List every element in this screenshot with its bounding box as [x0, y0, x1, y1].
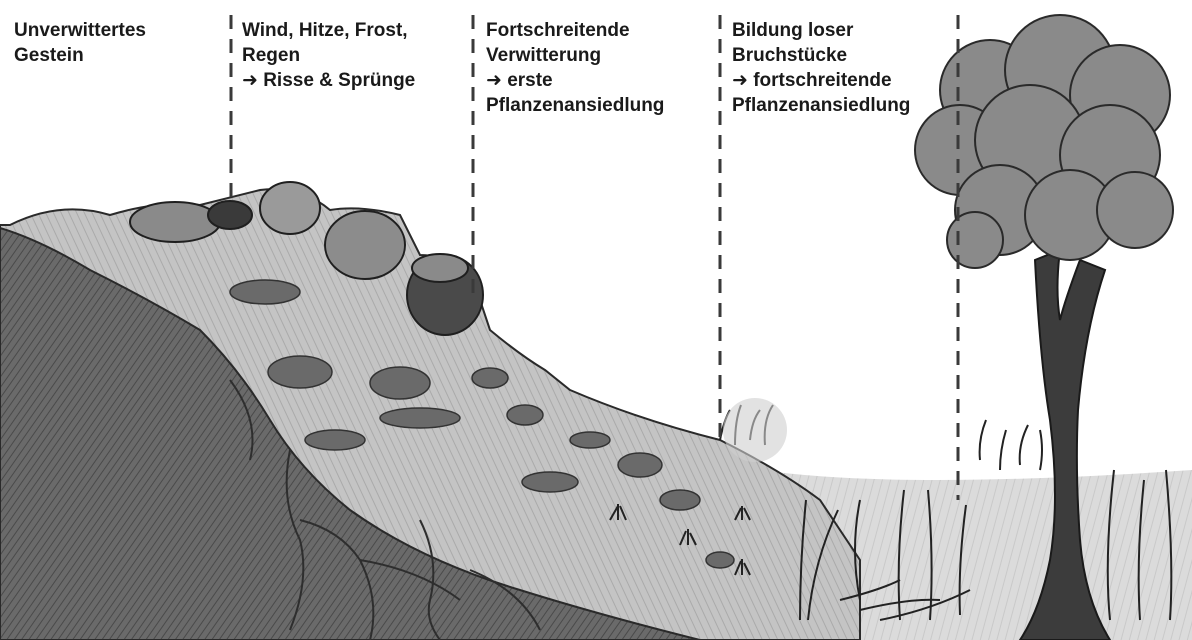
- label-line: Gestein: [14, 43, 146, 68]
- label-line: Fortschreitende: [486, 18, 664, 43]
- label-line: Unverwittertes: [14, 18, 146, 43]
- stage-label-unweathered-rock: Unverwittertes Gestein: [14, 18, 146, 68]
- tree-crown: [915, 15, 1173, 268]
- stage-label-weathering: Fortschreitende Verwitterung ➜ erste Pfl…: [486, 18, 664, 118]
- label-line: Pflanzenansiedlung: [486, 93, 664, 118]
- label-line: Wind, Hitze, Frost,: [242, 18, 415, 43]
- label-line: Verwitterung: [486, 43, 664, 68]
- label-line: Bruchstücke: [732, 43, 910, 68]
- label-line: Bildung loser: [732, 18, 910, 43]
- label-line: Regen: [242, 43, 415, 68]
- label-line: ➜ erste: [486, 68, 664, 93]
- stage-label-cracks: Wind, Hitze, Frost, Regen ➜ Risse & Sprü…: [242, 18, 415, 93]
- stage-label-loose-fragments: Bildung loser Bruchstücke ➜ fortschreite…: [732, 18, 910, 118]
- label-line: ➜ Risse & Sprünge: [242, 68, 415, 93]
- label-line: Pflanzenansiedlung: [732, 93, 910, 118]
- label-line: ➜ fortschreitende: [732, 68, 910, 93]
